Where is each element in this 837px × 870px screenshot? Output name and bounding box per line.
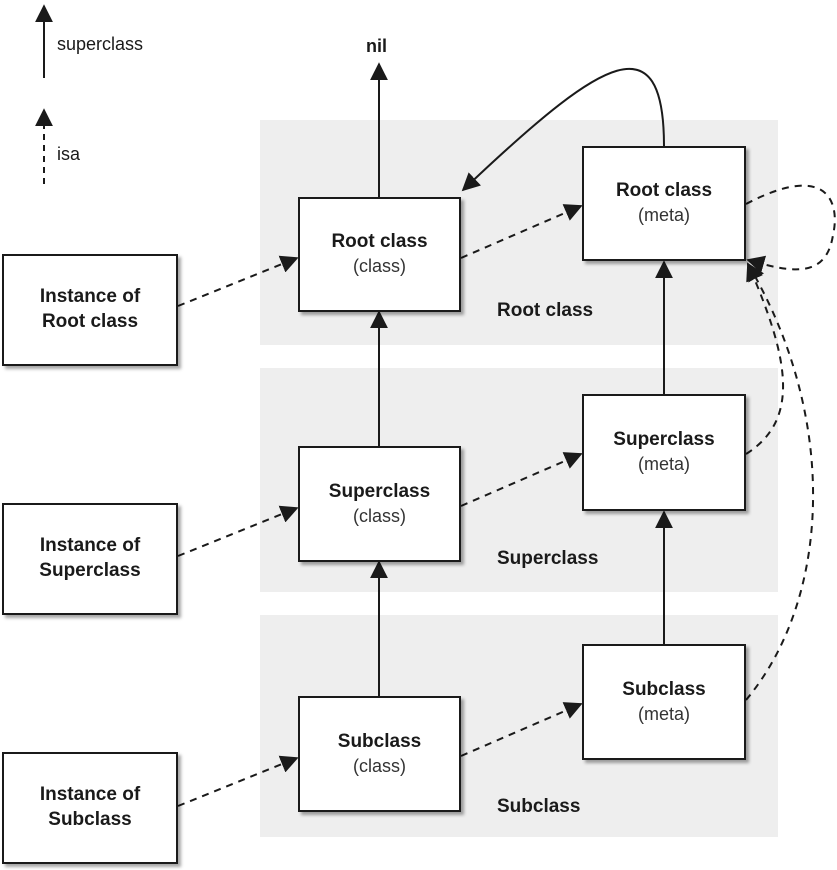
- super-class-box: Superclass (class): [298, 446, 461, 562]
- sub-class-sub: (class): [353, 755, 406, 776]
- sub-class-isa-arrow: [460, 702, 583, 757]
- root-class-band-label: Root class: [497, 300, 594, 321]
- instance-super-line1: Instance of: [39, 535, 141, 557]
- root-meta-title: Root class: [615, 180, 713, 202]
- root-meta-self-isa-arrow: [745, 184, 836, 274]
- sub-class-title: Subclass: [337, 730, 422, 752]
- root-meta-box: Root class (meta): [582, 146, 746, 261]
- root-class-sub: (class): [353, 256, 406, 277]
- instance-super-box: Instance of Superclass: [2, 503, 178, 615]
- instance-sub-isa-arrow: [177, 755, 299, 807]
- super-meta-isa-arrow: [745, 262, 784, 455]
- root-class-box: Root class (class): [298, 197, 461, 312]
- superclass-band-label: Superclass: [497, 548, 599, 569]
- sub-meta-isa-arrow: [745, 262, 815, 701]
- legend-isa-label: isa: [57, 144, 81, 164]
- root-class-title: Root class: [331, 231, 428, 253]
- super-class-isa-arrow: [460, 452, 583, 507]
- instance-super-line2: Superclass: [39, 560, 141, 581]
- root-meta-to-root-class-arrow: [461, 68, 665, 192]
- root-class-isa-arrow: [460, 204, 583, 259]
- instance-root-box: Instance of Root class: [2, 254, 178, 366]
- super-meta-title: Superclass: [613, 429, 715, 451]
- sub-meta-box: Subclass (meta): [582, 644, 746, 760]
- super-meta-box: Superclass (meta): [582, 394, 746, 511]
- instance-super-isa-arrow: [177, 505, 299, 557]
- sub-meta-title: Subclass: [622, 678, 706, 700]
- legend-superclass-label: superclass: [57, 34, 144, 54]
- sub-meta-sub: (meta): [637, 703, 690, 724]
- super-class-sub: (class): [353, 505, 406, 526]
- subclass-band-label: Subclass: [497, 796, 581, 817]
- instance-root-line2: Root class: [41, 311, 139, 332]
- instance-root-isa-arrow: [177, 255, 299, 307]
- root-meta-sub: (meta): [637, 205, 690, 226]
- instance-sub-line2: Subclass: [48, 809, 132, 830]
- super-class-title: Superclass: [328, 480, 431, 502]
- super-meta-sub: (meta): [637, 454, 690, 475]
- sub-class-box: Subclass (class): [298, 696, 461, 812]
- instance-root-line1: Instance of: [39, 286, 141, 308]
- instance-sub-line1: Instance of: [39, 784, 141, 806]
- instance-sub-box: Instance of Subclass: [2, 752, 178, 864]
- nil-label: nil: [366, 36, 387, 56]
